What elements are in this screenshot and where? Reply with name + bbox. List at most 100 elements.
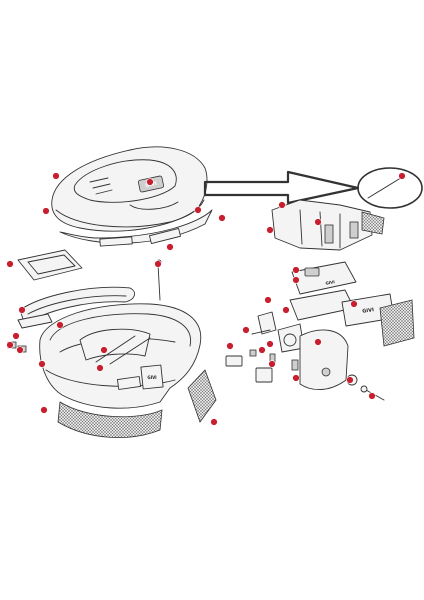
arrow-outline — [203, 170, 360, 205]
rear-mesh-part — [57, 401, 163, 438]
callout-badge-lever-small — [266, 226, 274, 234]
lock-cover-part — [299, 329, 349, 390]
callout-marker — [40, 406, 48, 414]
side-mesh-part — [187, 369, 217, 423]
callout-badge-screw-left-a — [6, 341, 14, 349]
rim-seal-inner — [27, 295, 127, 315]
callout-marker — [146, 178, 154, 186]
callout-badge-inner-liner — [100, 346, 108, 354]
callout-marker — [314, 218, 322, 226]
inner-liner-part — [79, 328, 151, 361]
callout-marker — [368, 392, 376, 400]
callout-badge-key — [368, 392, 376, 400]
callout-marker — [282, 306, 290, 314]
callout-badge-base-reflector — [96, 364, 104, 372]
callout-marker — [292, 374, 300, 382]
lock-spring-part — [283, 333, 297, 347]
callout-badge-side-mesh — [210, 418, 218, 426]
lock-slot-b — [349, 221, 359, 239]
callout-marker — [210, 418, 218, 426]
lock-hinge-part — [257, 311, 277, 335]
rim-seal-part — [19, 286, 136, 326]
callout-marker — [350, 300, 358, 308]
base-reflector-part — [116, 376, 142, 390]
lock-cover-hole — [321, 367, 331, 377]
callout-marker — [18, 306, 26, 314]
base-inner-rim — [49, 313, 192, 347]
lock-mesh-strip — [361, 211, 385, 235]
callout-marker — [346, 376, 354, 384]
callout-badge-lock-plate — [292, 276, 300, 284]
callout-marker — [264, 296, 272, 304]
callout-marker — [96, 364, 104, 372]
callout-badge-side-plate — [292, 266, 300, 274]
callout-badge-lock-cover — [314, 338, 322, 346]
callout-marker — [154, 260, 162, 268]
callout-badge-lid-cover — [42, 207, 50, 215]
callout-badge-cable — [154, 260, 162, 268]
callout-marker — [258, 346, 266, 354]
lid-groove-a — [89, 177, 109, 183]
highlight-ellipse — [357, 167, 423, 209]
callout-badge-lock-bracket — [226, 342, 234, 350]
callout-badge-clip-b — [292, 374, 300, 382]
callout-badge-button-latch — [278, 201, 286, 209]
callout-marker — [12, 332, 20, 340]
lock-screw-part — [291, 359, 299, 371]
callout-badge-hinge-strap — [56, 321, 64, 329]
callout-marker — [100, 346, 108, 354]
lid-reflector-left — [99, 236, 133, 247]
brand-label-base: GIVI — [147, 375, 157, 380]
lock-slot-a — [324, 224, 334, 244]
lid-assembly — [17, 146, 213, 281]
callout-marker — [314, 338, 322, 346]
callout-marker — [278, 201, 286, 209]
callout-marker — [166, 243, 174, 251]
callout-marker — [6, 260, 14, 268]
callout-marker — [292, 276, 300, 284]
callout-badge-lid-trim — [194, 206, 202, 214]
callout-badge-strap-left — [12, 332, 20, 340]
base-body-shell — [39, 303, 202, 409]
lid-handle — [129, 201, 179, 210]
lid-groove-c — [95, 189, 113, 195]
brand-label-side: GIVI — [362, 307, 375, 315]
callout-marker — [268, 360, 276, 368]
callout-badges — [6, 172, 406, 426]
base-assembly — [7, 259, 217, 438]
callout-marker — [398, 172, 406, 180]
key-head — [360, 385, 368, 393]
callout-marker — [292, 266, 300, 274]
callout-badge-lock-hinge — [264, 296, 272, 304]
lock-frame — [271, 199, 373, 251]
callout-badge-lock-screw — [282, 306, 290, 314]
callout-marker — [56, 321, 64, 329]
callout-badge-lock-barrel — [346, 376, 354, 384]
callout-badge-rim-seal — [18, 306, 26, 314]
callout-marker — [16, 346, 24, 354]
arrow-tip-rod — [367, 175, 405, 199]
right-mesh-part — [379, 299, 415, 347]
base-plate-part — [140, 364, 164, 390]
lid-groove-b — [92, 183, 111, 189]
lock-clip-part — [304, 267, 320, 277]
callout-marker — [194, 206, 202, 214]
lid-top-panel — [73, 159, 177, 203]
clip-b-part — [255, 367, 273, 383]
callout-badge-clip-a — [258, 346, 266, 354]
lock-pin-part — [251, 329, 271, 335]
brand-label-frame: GIVI — [325, 279, 336, 286]
callout-badge-side-logo-plate — [350, 300, 358, 308]
clip-c-part — [249, 349, 257, 357]
highlight-arrow — [203, 167, 423, 209]
callout-badge-screw-left-b — [16, 346, 24, 354]
lock-frame-rib-a — [299, 209, 303, 245]
lock-plate-part — [291, 261, 357, 295]
clip-a-part — [225, 355, 243, 367]
callout-marker — [266, 340, 274, 348]
cable-part — [157, 263, 161, 301]
callout-marker — [52, 172, 60, 180]
callout-badge-rear-mesh — [40, 406, 48, 414]
callout-badge-clip-c — [268, 360, 276, 368]
